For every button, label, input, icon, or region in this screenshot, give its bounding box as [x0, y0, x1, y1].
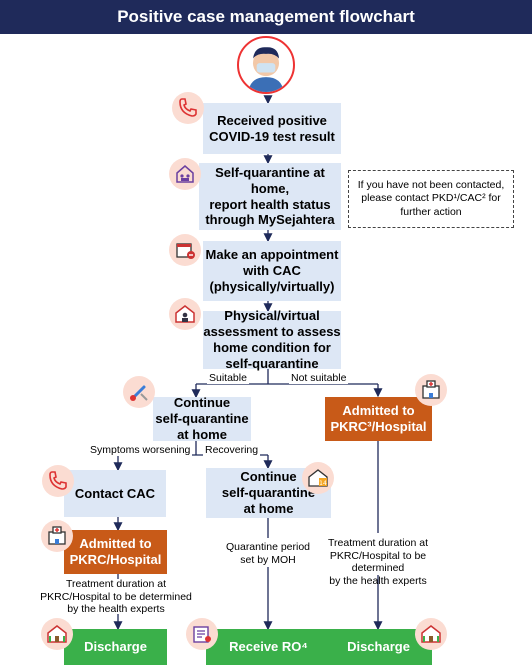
quarantine-period-note: Quarantine period set by MOH — [225, 541, 311, 566]
branch-label-not-suitable: Not suitable — [289, 372, 349, 384]
branch-label-recovering: Recovering — [203, 444, 261, 456]
step-contact-cac: Contact CAC — [64, 470, 166, 517]
step-received-positive: Received positive COVID-19 test result — [203, 103, 341, 154]
hospital-icon — [415, 374, 447, 406]
house-icon — [415, 618, 447, 650]
end-discharge-right: Discharge — [325, 629, 432, 665]
calendar-check-icon: 14 — [302, 462, 334, 494]
branch-label-symptoms-worsening: Symptoms worsening — [88, 444, 193, 456]
calendar-icon — [169, 234, 201, 266]
contact-pkd-note: If you have not been contacted, please c… — [348, 170, 514, 228]
step-make-appointment: Make an appointment with CAC (physically… — [203, 241, 341, 301]
step-continue-quarantine-1: Continue self-quarantine at home — [153, 395, 251, 442]
end-discharge-left: Discharge — [64, 629, 167, 665]
certificate-icon — [186, 618, 218, 650]
page-title: Positive case management flowchart — [0, 0, 532, 34]
masked-person-icon — [237, 36, 295, 94]
step-self-quarantine: Self-quarantine at home, report health s… — [199, 163, 341, 230]
svg-text:14: 14 — [319, 480, 327, 487]
phone-icon — [172, 92, 204, 124]
step-admitted-right: Admitted to PKRC³/Hospital — [325, 397, 432, 441]
house-person-icon — [169, 298, 201, 330]
hospital-icon — [41, 520, 73, 552]
treatment-note-left: Treatment duration at PKRC/Hospital to b… — [40, 578, 192, 616]
phone-icon — [42, 465, 74, 497]
thermometer-icon — [123, 376, 155, 408]
treatment-note-right: Treatment duration at PKRC/Hospital to b… — [328, 537, 428, 587]
home-family-icon — [169, 158, 201, 190]
branch-label-suitable: Suitable — [207, 372, 249, 384]
step-home-assessment: Physical/virtual assessment to assess ho… — [203, 308, 341, 371]
step-admitted-left: Admitted to PKRC/Hospital — [64, 530, 167, 574]
house-icon — [41, 618, 73, 650]
end-receive-ro: Receive RO⁴ — [206, 629, 331, 665]
